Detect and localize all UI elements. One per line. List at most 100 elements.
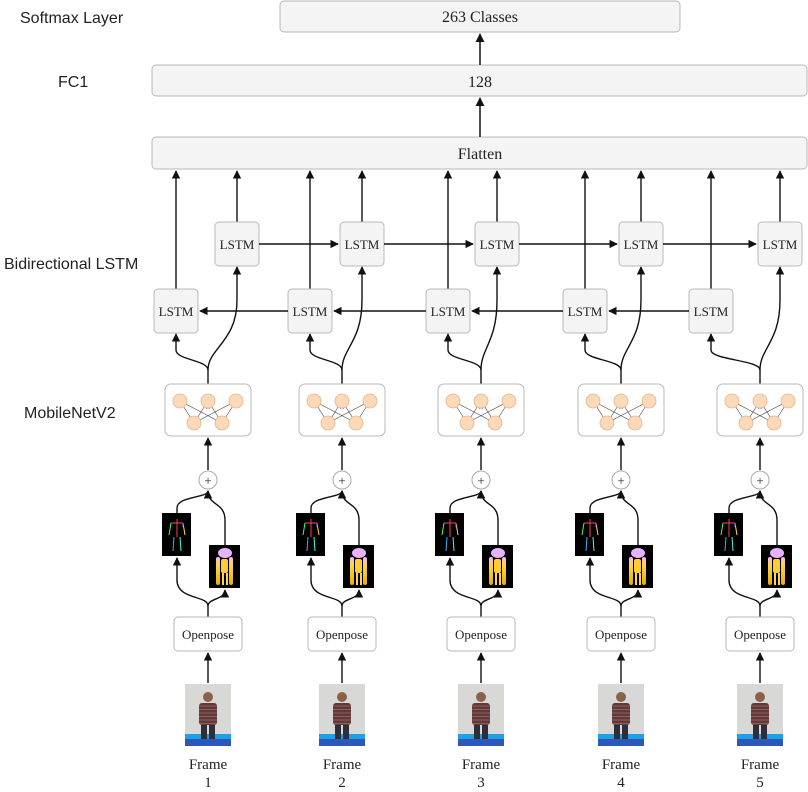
frame-number: 3 bbox=[477, 775, 485, 791]
mobilenetv2-block: ·· bbox=[716, 383, 804, 437]
neuron-node bbox=[724, 393, 740, 409]
neuron-node bbox=[214, 415, 230, 431]
mobilenetv2-block: ·· bbox=[298, 383, 386, 437]
lstm-label: LSTM bbox=[763, 237, 798, 252]
flatten-box: Flatten bbox=[151, 136, 808, 170]
concatenate-circle: + bbox=[611, 470, 631, 490]
mobilenet-to-forward-lstm-arrow bbox=[480, 266, 502, 384]
openpose-to-skeleton-arrow bbox=[445, 557, 482, 617]
mobilenet-to-backward-lstm-arrow bbox=[706, 333, 761, 371]
neuron-node bbox=[320, 415, 336, 431]
plus-symbol: + bbox=[338, 473, 345, 488]
mobilenet-to-forward-lstm-arrow bbox=[341, 266, 367, 384]
concatenate-circle: + bbox=[471, 470, 491, 490]
heatmap-to-concat-arrow bbox=[203, 490, 226, 545]
plus-symbol: + bbox=[204, 473, 211, 488]
neuron-node bbox=[200, 393, 216, 409]
plus-symbol: + bbox=[477, 473, 484, 488]
frame-label: Frame bbox=[462, 757, 501, 773]
plus-symbol: + bbox=[617, 473, 624, 488]
frame-photo bbox=[598, 684, 644, 746]
neuron-node bbox=[501, 393, 517, 409]
openpose-box: Openpose bbox=[446, 616, 516, 652]
neuron-node bbox=[613, 393, 629, 409]
neuron-node bbox=[641, 393, 657, 409]
openpose-to-skeleton-arrow bbox=[306, 557, 343, 617]
skeleton-pose-image bbox=[162, 513, 191, 556]
softmax-box-label: 263 Classes bbox=[442, 9, 518, 26]
backward-lstm-cell: LSTM bbox=[287, 288, 333, 334]
openpose-label: Openpose bbox=[182, 627, 234, 642]
lstm-label: LSTM bbox=[694, 304, 729, 319]
openpose-label: Openpose bbox=[595, 627, 647, 642]
frame-photo bbox=[458, 684, 504, 746]
mobilenet-to-backward-lstm-arrow bbox=[443, 333, 482, 371]
openpose-label: Openpose bbox=[734, 627, 786, 642]
openpose-to-heatmap-arrow bbox=[480, 589, 503, 607]
neuron-node bbox=[780, 393, 796, 409]
skeleton-pose-image bbox=[296, 513, 325, 556]
skeleton-pose-image bbox=[435, 513, 464, 556]
mobilenet-to-forward-lstm-arrow bbox=[759, 266, 785, 384]
neuron-node bbox=[766, 415, 782, 431]
skeleton-to-concat-arrow bbox=[728, 490, 765, 513]
node-dots: ·· bbox=[340, 405, 345, 413]
node-dots: ·· bbox=[206, 405, 211, 413]
openpose-to-heatmap-arrow bbox=[620, 589, 643, 607]
frame-columns: LSTMLSTM··+OpenposeFrame1LSTMLSTM··+Open… bbox=[153, 170, 804, 791]
neuron-node bbox=[228, 393, 244, 409]
frame-number: 4 bbox=[617, 775, 625, 791]
heatmap-pose-image bbox=[343, 545, 374, 588]
mobilenet-to-forward-lstm-arrow bbox=[620, 266, 646, 384]
softmax-box: 263 Classes bbox=[279, 0, 681, 33]
heatmap-to-concat-arrow bbox=[616, 490, 639, 545]
mobilenetv2-block: ·· bbox=[577, 383, 665, 437]
skeleton-to-concat-arrow bbox=[176, 490, 213, 513]
frame-photo bbox=[319, 684, 365, 746]
forward-lstm-cell: LSTM bbox=[474, 221, 520, 267]
skeleton-pose-image bbox=[575, 513, 604, 556]
skeleton-to-concat-arrow bbox=[310, 490, 347, 513]
openpose-to-heatmap-arrow bbox=[207, 589, 230, 607]
neuron-node bbox=[306, 393, 322, 409]
node-dots: ·· bbox=[479, 405, 484, 413]
frame-number: 2 bbox=[338, 775, 346, 791]
mobilenetv2-block: ·· bbox=[437, 383, 525, 437]
flatten-box-label: Flatten bbox=[458, 146, 502, 163]
forward-lstm-cell: LSTM bbox=[757, 221, 803, 267]
neuron-node bbox=[172, 393, 188, 409]
neuron-node bbox=[752, 393, 768, 409]
backward-lstm-cell: LSTM bbox=[562, 288, 608, 334]
heatmap-pose-image bbox=[209, 545, 240, 588]
mobilenet-to-backward-lstm-arrow bbox=[580, 333, 622, 371]
openpose-label: Openpose bbox=[316, 627, 368, 642]
openpose-to-skeleton-arrow bbox=[724, 557, 761, 617]
mobilenetv2-block: ·· bbox=[164, 383, 252, 437]
lstm-label: LSTM bbox=[431, 304, 466, 319]
fc1-box: 128 bbox=[151, 64, 808, 97]
node-dots: ·· bbox=[758, 405, 763, 413]
backward-lstm-cell: LSTM bbox=[425, 288, 471, 334]
openpose-to-skeleton-arrow bbox=[585, 557, 622, 617]
neuron-node bbox=[627, 415, 643, 431]
openpose-box: Openpose bbox=[725, 616, 795, 652]
frame-label: Frame bbox=[189, 757, 228, 773]
softmax-layer-label: Softmax Layer bbox=[20, 10, 124, 27]
openpose-box: Openpose bbox=[586, 616, 656, 652]
forward-lstm-cell: LSTM bbox=[339, 221, 385, 267]
heatmap-to-concat-arrow bbox=[337, 490, 360, 545]
frame-number: 5 bbox=[756, 775, 764, 791]
openpose-to-heatmap-arrow bbox=[759, 589, 782, 607]
concatenate-circle: + bbox=[198, 470, 218, 490]
heatmap-to-concat-arrow bbox=[476, 490, 499, 545]
heatmap-pose-image bbox=[622, 545, 653, 588]
backward-lstm-cell: LSTM bbox=[688, 288, 734, 334]
heatmap-to-concat-arrow bbox=[755, 490, 778, 545]
neuron-node bbox=[334, 393, 350, 409]
plus-symbol: + bbox=[756, 473, 763, 488]
fc1-box-label: 128 bbox=[468, 74, 492, 91]
openpose-box: Openpose bbox=[173, 616, 243, 652]
